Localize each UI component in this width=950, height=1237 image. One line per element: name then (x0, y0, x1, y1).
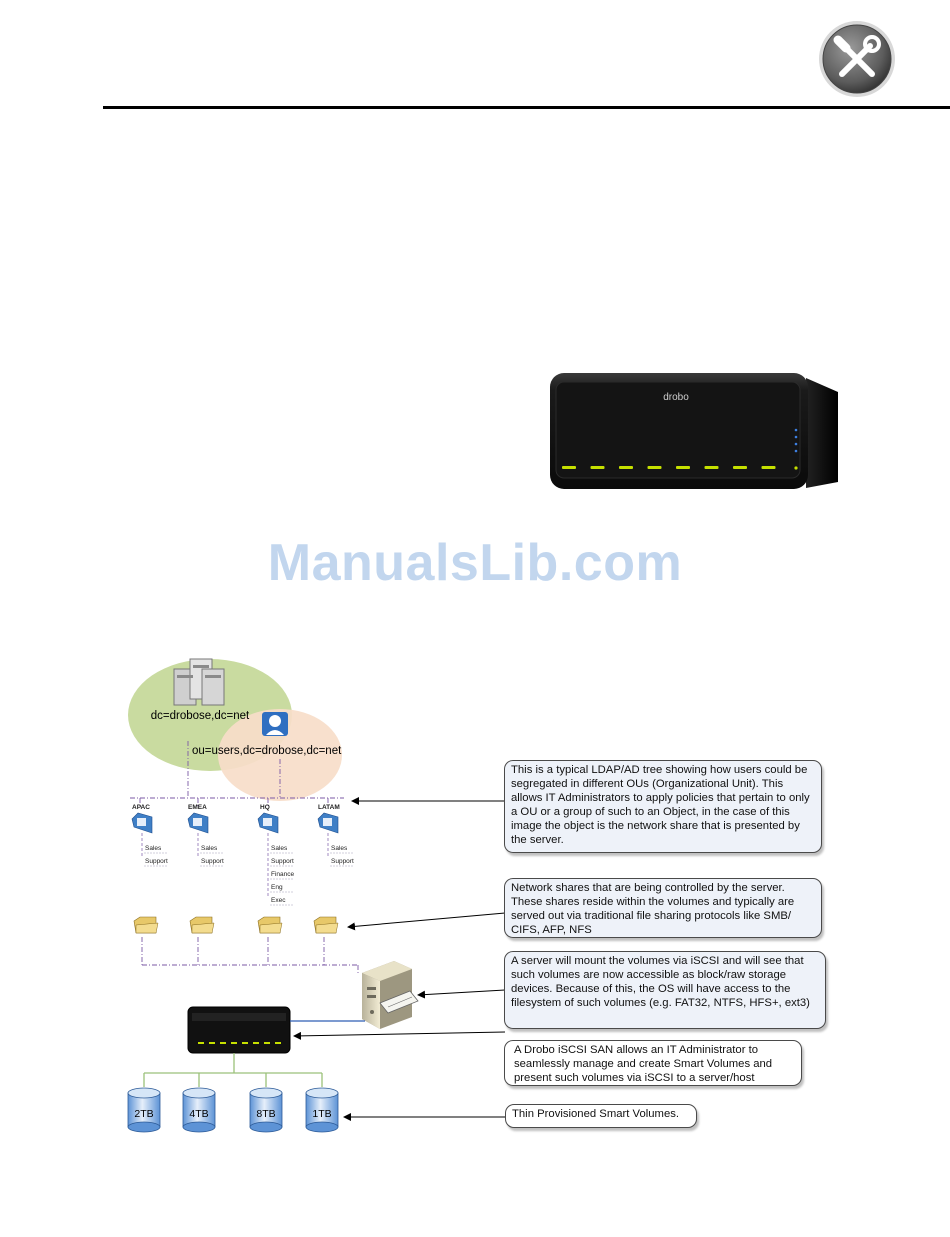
ou-label-emea: EMEA (188, 804, 207, 811)
ldap-tree-callout: This is a typical LDAP/AD tree showing h… (504, 760, 822, 853)
network-share-folder-icon (133, 916, 159, 934)
domain-servers-icon (173, 658, 225, 706)
ou-child-label: Sales (331, 845, 348, 852)
ou-child-label: Sales (201, 845, 218, 852)
network-shares-callout: Network shares that are being controlled… (504, 878, 822, 938)
users-ou-ellipse (218, 709, 342, 801)
ou-child-label: Support (201, 858, 224, 865)
ou-child-label: Eng (271, 884, 283, 891)
ou-child-label: Support (271, 858, 294, 865)
smart-volumes-callout: Thin Provisioned Smart Volumes. (505, 1104, 697, 1128)
drobo-device-photo: drobo (548, 370, 844, 497)
ou-label-hq: HQ (260, 804, 270, 811)
network-share-folder-icon (189, 916, 215, 934)
smart-volume-cylinder: 2TB (127, 1087, 161, 1133)
network-share-folder-icon (257, 916, 283, 934)
ou-child-label: Support (331, 858, 354, 865)
smart-volume-cylinder: 8TB (249, 1087, 283, 1133)
volume-size-label: 2TB (134, 1108, 153, 1120)
header-rule (103, 106, 950, 109)
ou-child-label: Finance (271, 871, 295, 878)
watermark: ManualsLib.com (267, 534, 683, 592)
ldap-iscsi-diagram: dc=drobose,dc=net ou=users,dc=drobose,dc… (122, 655, 830, 1140)
server-iscsi-callout: A server will mount the volumes via iSCS… (504, 951, 826, 1029)
server-pc-icon (362, 961, 419, 1029)
smart-volume-cylinder: 1TB (305, 1087, 339, 1133)
volume-size-label: 4TB (189, 1108, 208, 1120)
root-domain-label: dc=drobose,dc=net (151, 710, 250, 722)
users-ou-label: ou=users,dc=drobose,dc=net (192, 745, 342, 757)
smart-volume-cylinder: 4TB (182, 1087, 216, 1133)
volume-size-label: 1TB (312, 1108, 331, 1120)
ou-child-label: Sales (145, 845, 162, 852)
drobo-san-callout: A Drobo iSCSI SAN allows an IT Administr… (504, 1040, 802, 1086)
ou-label-apac: APAC (132, 804, 150, 811)
network-share-folder-icon (313, 916, 339, 934)
drobo-brand-label: drobo (663, 392, 689, 403)
volume-size-label: 8TB (256, 1108, 275, 1120)
ou-child-label: Exec (271, 897, 286, 904)
user-group-icon (262, 712, 288, 736)
ou-child-label: Support (145, 858, 168, 865)
ou-child-label: Sales (271, 845, 288, 852)
drobo-san-icon (187, 1006, 291, 1054)
tools-icon (818, 20, 896, 98)
ou-label-latam: LATAM (318, 804, 340, 811)
